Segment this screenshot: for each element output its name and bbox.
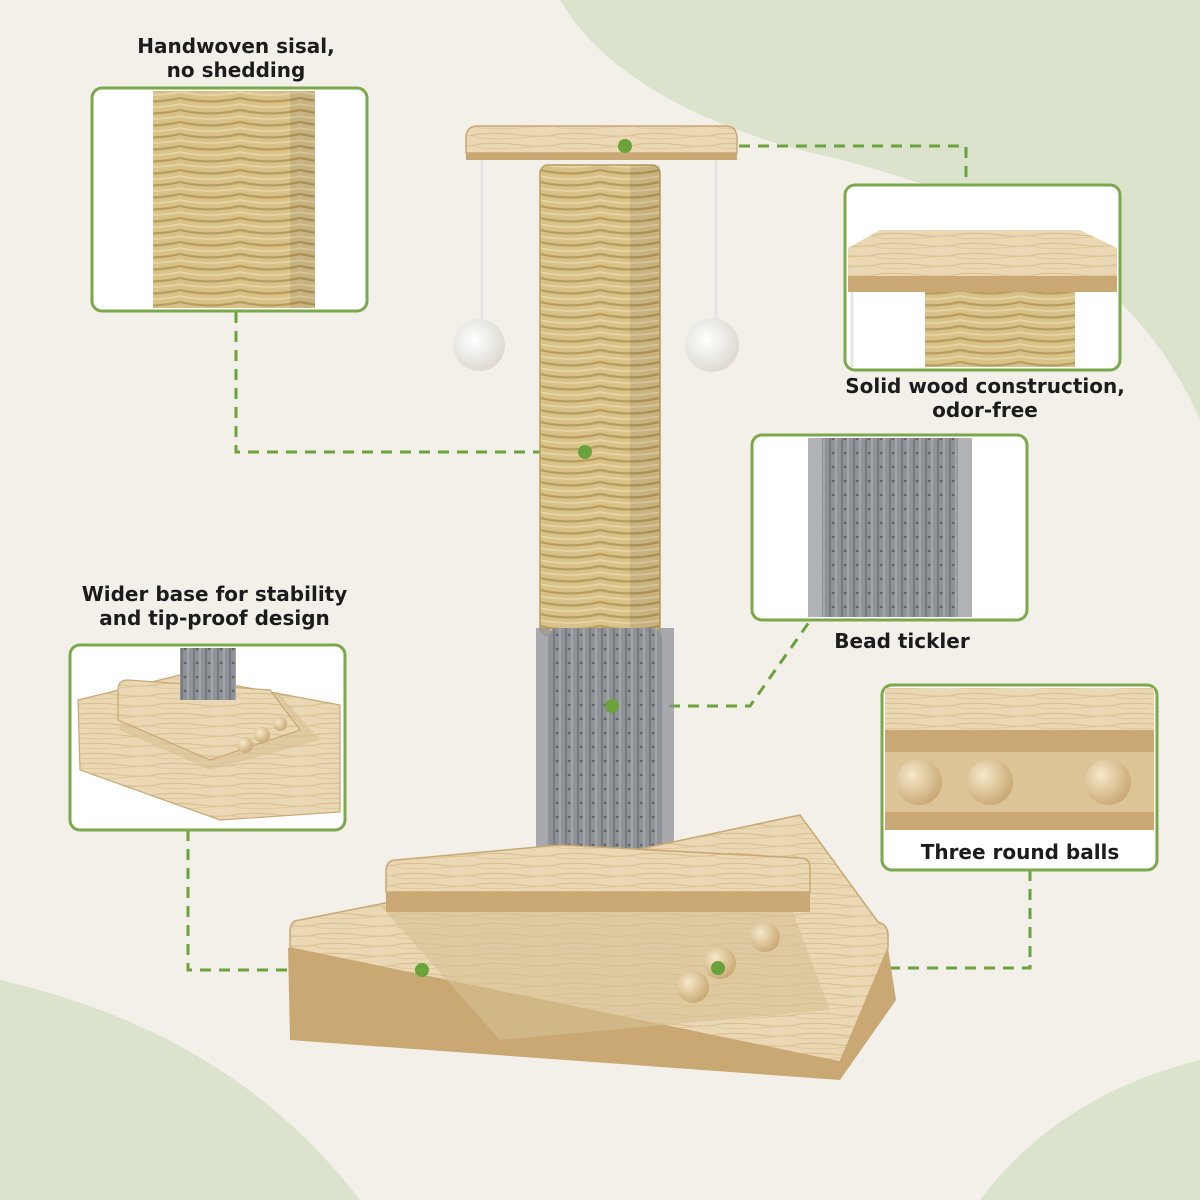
inset-tickler — [750, 433, 1029, 622]
callout-wood-line1: Solid wood construction, — [845, 374, 1125, 398]
inset-sisal — [90, 86, 369, 313]
callout-base-line1: Wider base for stability — [81, 582, 348, 606]
inset-wood — [843, 183, 1122, 372]
background-wave-bottom — [0, 980, 360, 1200]
top-platform — [465, 125, 738, 160]
callout-sisal-line2: no shedding — [166, 58, 306, 82]
hanging-toys — [453, 160, 739, 372]
background-wave-right — [980, 1060, 1200, 1200]
sisal-post-shade — [630, 165, 660, 635]
dot-tickler — [605, 699, 619, 713]
brush-tickler — [536, 628, 674, 900]
callout-balls-line1: Three round balls — [920, 840, 1120, 864]
pompom-left — [453, 319, 505, 371]
dot-balls — [711, 961, 725, 975]
callout-wood-line2: odor-free — [932, 398, 1038, 422]
callout-base-line2: and tip-proof design — [99, 606, 330, 630]
dot-sisal — [578, 445, 592, 459]
base-ball-3 — [750, 922, 780, 952]
callout-tickler-line1: Bead tickler — [834, 629, 970, 653]
callout-dots — [415, 139, 725, 977]
base-ball-1 — [677, 971, 709, 1003]
dot-wood — [618, 139, 632, 153]
callout-balls: Three round balls — [900, 840, 1140, 864]
inset-ball-3 — [1085, 759, 1131, 805]
inset-balls — [880, 683, 1159, 872]
inset-ball-1 — [896, 759, 942, 805]
wood-base — [288, 814, 896, 1080]
inset-base — [68, 643, 347, 832]
callout-tickler: Bead tickler — [812, 629, 992, 653]
callout-base: Wider base for stability and tip-proof d… — [62, 582, 367, 630]
callout-sisal: Handwoven sisal, no shedding — [96, 34, 376, 82]
inset-sisal-rope — [153, 91, 315, 308]
background-wave-top — [560, 0, 1200, 420]
inset-ball-2 — [967, 759, 1013, 805]
callout-sisal-line1: Handwoven sisal, — [137, 34, 335, 58]
dot-base — [415, 963, 429, 977]
callout-wood: Solid wood construction, odor-free — [835, 374, 1135, 422]
pompom-right — [685, 318, 739, 372]
